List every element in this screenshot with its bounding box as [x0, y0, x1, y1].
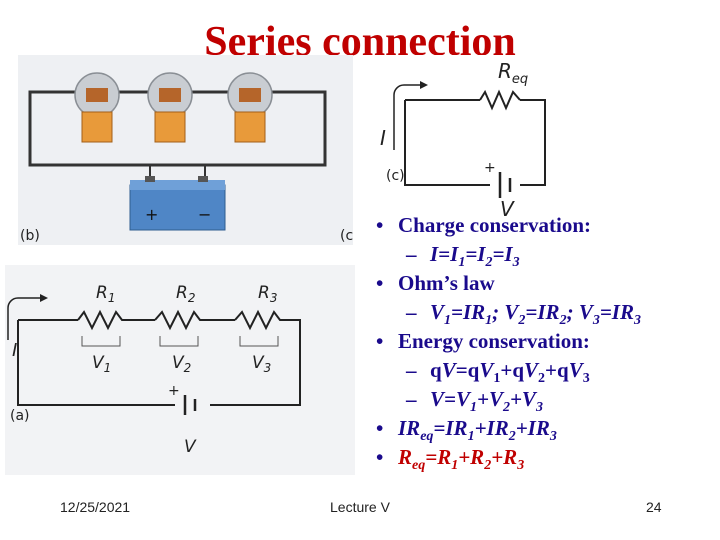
current-arrow-c [393, 84, 420, 150]
bullet-voltage-sum: –V=V1+V2+V3 [406, 387, 543, 416]
resistor-2-symbol [154, 309, 235, 331]
figure-b-wire [28, 90, 327, 167]
req-label: Req [498, 59, 528, 87]
current-arrow-a [7, 297, 40, 340]
battery-plus: + [145, 205, 158, 224]
bullet-energy: •Energy conservation: [376, 329, 590, 353]
plus-c: + [484, 160, 496, 176]
light-bulb-icon [147, 72, 193, 143]
battery-c-symbol [498, 172, 512, 198]
r2-label: R2 [176, 283, 195, 305]
r1-label: R1 [96, 283, 115, 305]
light-bulb-icon [74, 72, 120, 143]
label-c-cut: (c [340, 228, 353, 244]
battery-icon [129, 176, 226, 231]
bullet-ohm: •Ohm’s law [376, 271, 495, 295]
v3-label: V3 [252, 353, 271, 375]
voltage-brackets [81, 336, 279, 347]
label-a: (a) [10, 408, 30, 424]
battery-minus: − [198, 205, 211, 224]
label-b: (b) [20, 228, 40, 244]
resistor-eq-symbol [479, 89, 521, 111]
light-bulb-icon [227, 72, 273, 143]
bullet-req: •Req=R1+R2+R3 [376, 445, 525, 474]
battery-a-symbol [183, 395, 197, 415]
footer-page-number: 24 [646, 499, 662, 515]
current-label-c: I [380, 126, 386, 150]
footer-date: 12/25/2021 [60, 499, 131, 515]
figure-a-wire [17, 319, 301, 406]
bullet-list: •Charge conservation: –I=I1=I2=I3 •Ohm’s… [372, 212, 712, 473]
figure-c-wire [404, 99, 546, 186]
current-arrowhead-a [40, 294, 48, 302]
footer-lecture: Lecture V [330, 499, 390, 515]
bullet-charge: •Charge conservation: [376, 213, 592, 237]
figure-a-background [5, 265, 355, 475]
bullet-energy-sum: –qV=qV1+qV2+qV3 [406, 358, 590, 387]
bullet-ireq: •IReq=IR1+IR2+IR3 [376, 416, 557, 445]
bullet-voltage-drops: –V1=IR1; V2=IR2; V3=IR3 [406, 300, 641, 329]
bullet-current-equal: –I=I1=I2=I3 [406, 242, 520, 271]
figure-c-background [370, 55, 550, 215]
battery-v-a: V [184, 437, 197, 457]
r3-label: R3 [258, 283, 277, 305]
v2-label: V2 [172, 353, 191, 375]
v1-label: V1 [92, 353, 111, 375]
plus-a: + [168, 383, 180, 399]
resistor-3-symbol [234, 309, 295, 331]
battery-v-c: V [500, 197, 515, 221]
resistor-1-symbol [77, 309, 155, 331]
label-c: (c) [386, 168, 405, 184]
current-label-a: I [12, 340, 17, 361]
current-arrowhead-c [420, 81, 428, 89]
